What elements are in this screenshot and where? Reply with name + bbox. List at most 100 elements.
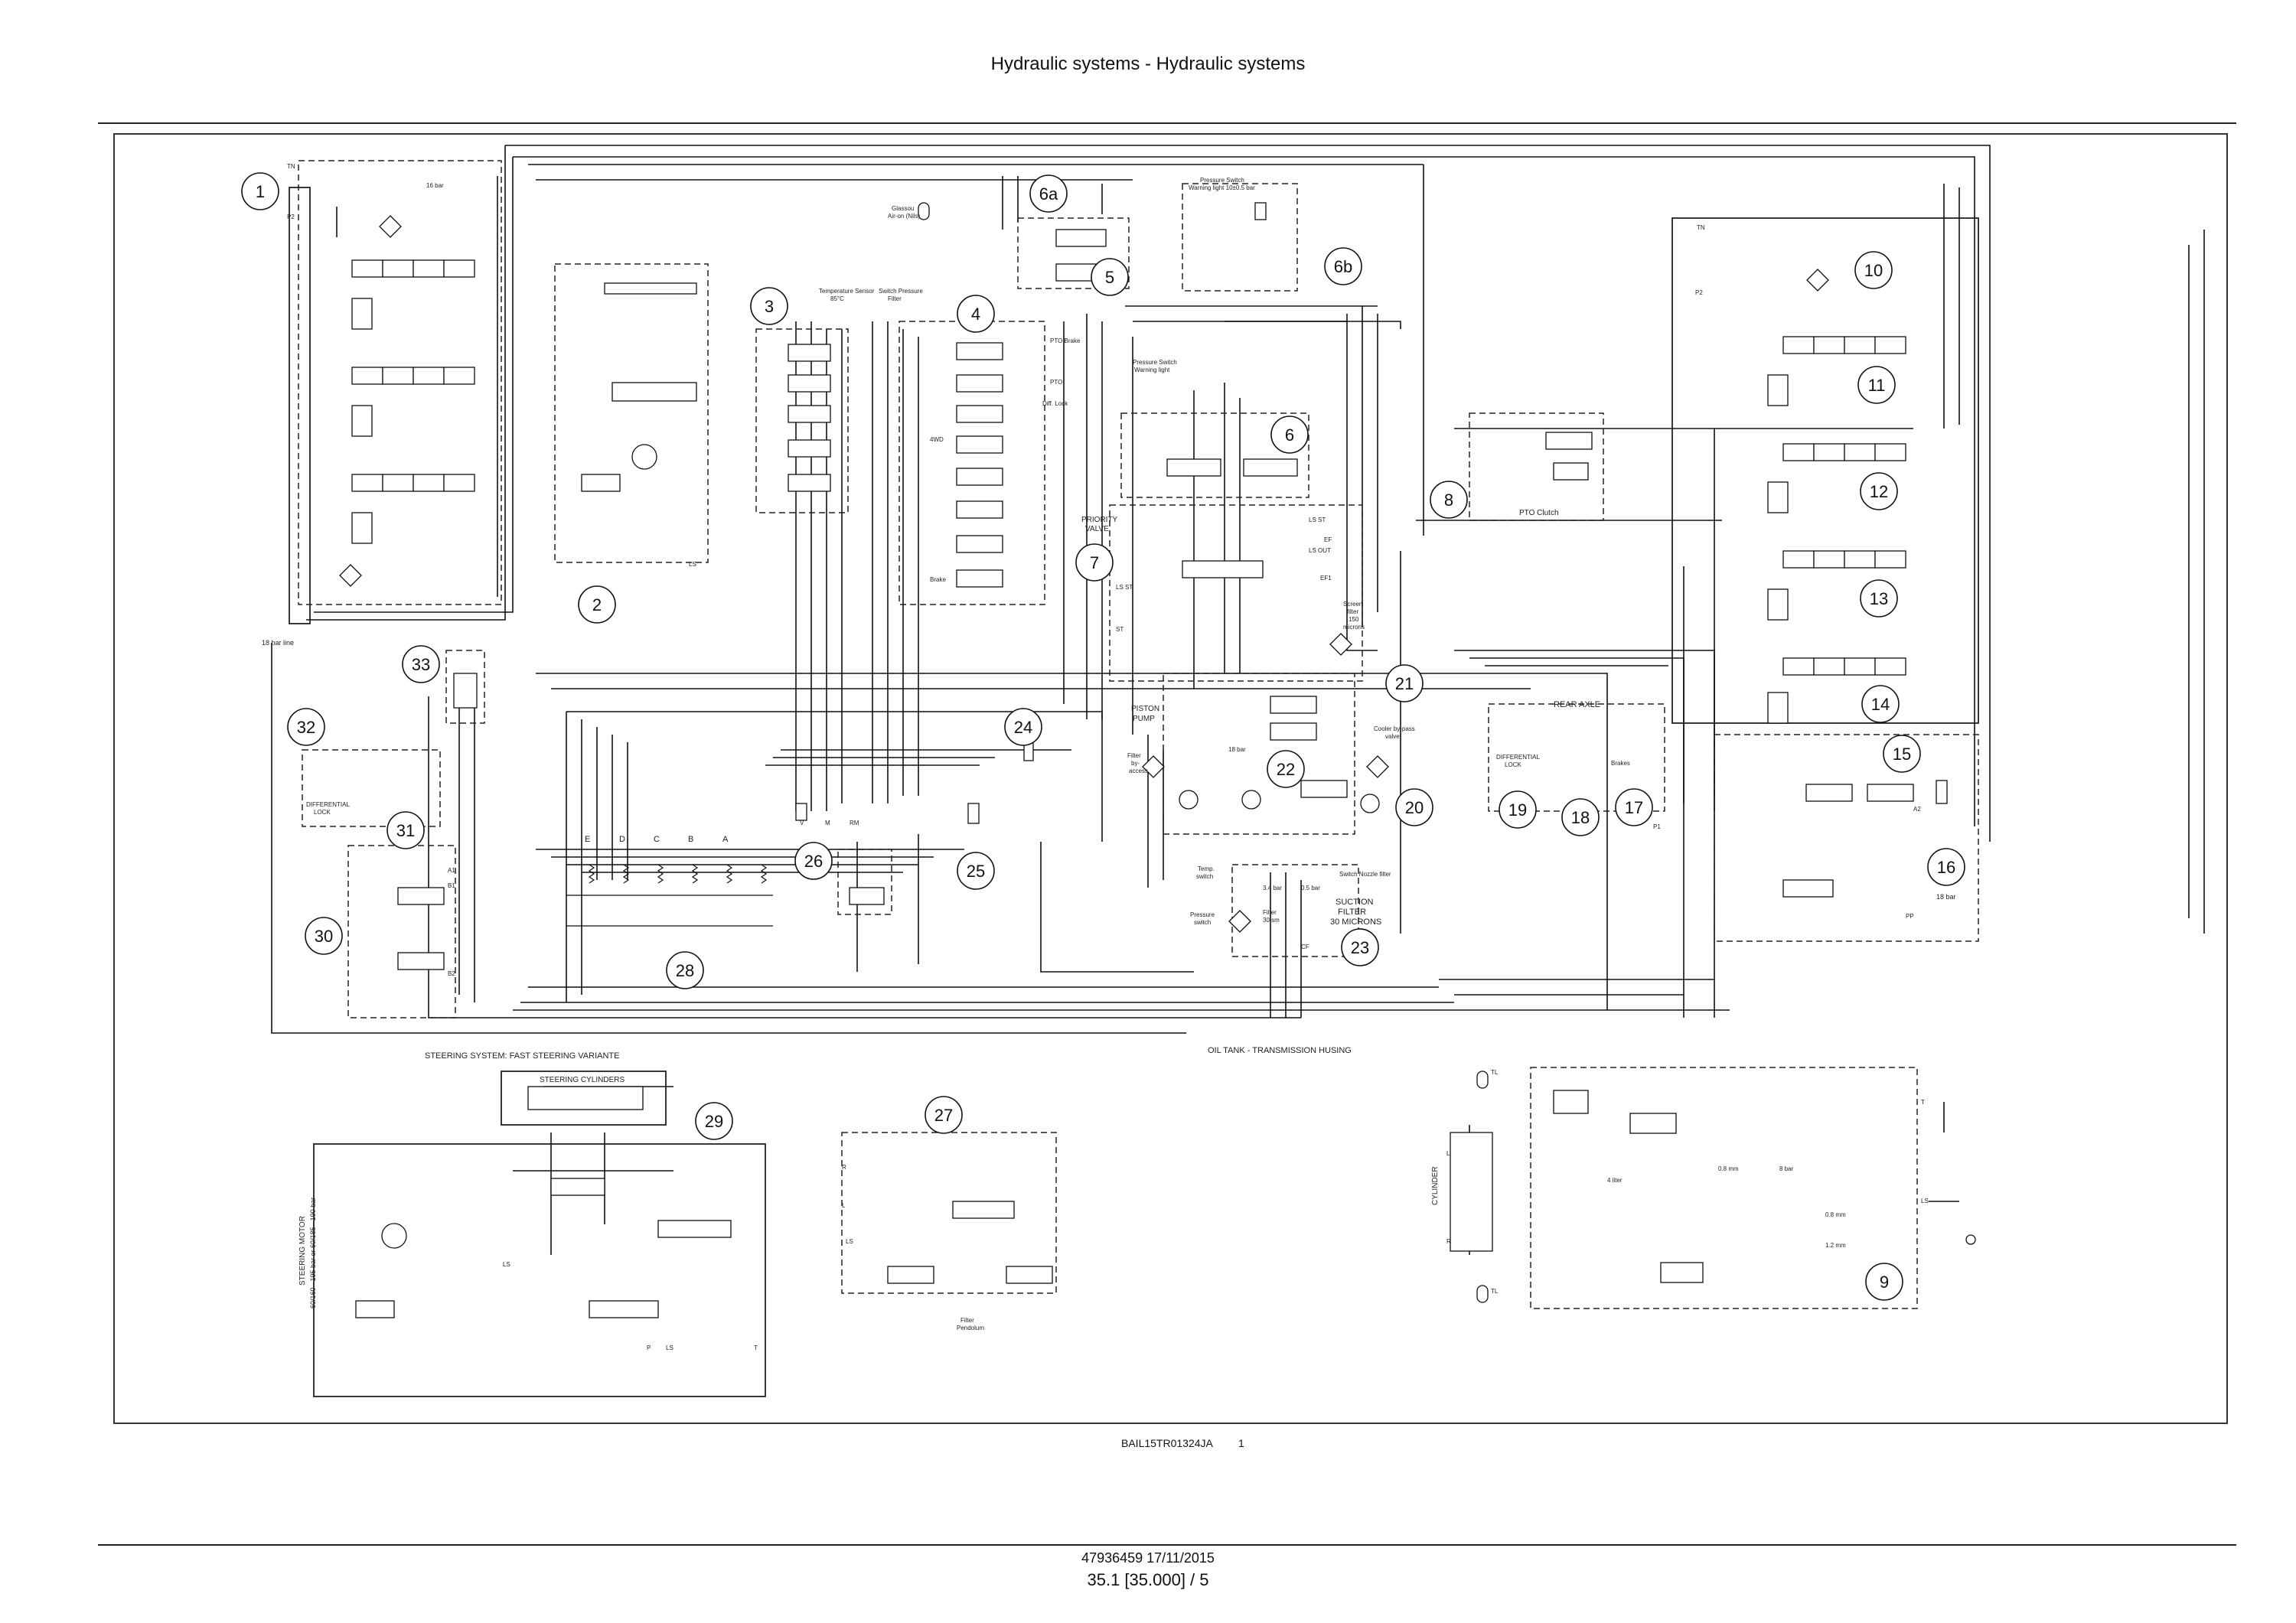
spring-symbol xyxy=(657,864,664,884)
diagram-mark xyxy=(241,172,1965,1301)
pipe-line xyxy=(428,696,1301,1018)
figure-reference: BAIL15TR01324JA 1 xyxy=(1121,1437,1244,1449)
diagram-mark xyxy=(566,864,773,927)
label-diff-lock: DIFFERENTIAL xyxy=(306,801,350,808)
valve-block xyxy=(1545,432,1593,450)
valve-block xyxy=(1243,458,1298,477)
valve-block xyxy=(355,1300,395,1318)
callout-18 xyxy=(1561,798,1600,836)
valve-block xyxy=(351,474,383,492)
valve-block xyxy=(1660,1262,1704,1283)
valve-block xyxy=(612,382,697,402)
diagram-mark xyxy=(351,229,1914,1318)
callout-30 xyxy=(305,917,343,955)
label-steering-motor-spec: 60/160 - 195 bar or 60/185 - 190 bar xyxy=(309,1198,317,1309)
label-screen-filter: 150 xyxy=(1349,616,1359,623)
label-port: CF xyxy=(1301,943,1309,950)
callout-label: 10 xyxy=(1864,261,1883,280)
diagram-mark xyxy=(604,202,1948,1303)
label-port: LS xyxy=(666,1344,673,1351)
valve-block xyxy=(956,569,1003,588)
callout-label: 28 xyxy=(676,961,694,980)
label-port: LS ST xyxy=(1309,517,1326,523)
module-outline xyxy=(289,187,311,624)
valve-block xyxy=(788,474,831,492)
valve-block xyxy=(887,1266,934,1284)
diagram-frame xyxy=(113,133,2228,1424)
diagram-mark xyxy=(1844,657,1876,676)
label-port: LS xyxy=(503,1261,510,1268)
callout-25 xyxy=(957,852,995,890)
label-port: L xyxy=(842,1202,846,1209)
callout-31 xyxy=(386,811,425,849)
valve-block xyxy=(1782,336,1815,354)
valve-block xyxy=(956,500,1003,519)
module-outline xyxy=(313,1143,766,1397)
label-port: T xyxy=(754,1344,758,1351)
label-port: B2 xyxy=(448,970,455,977)
label-filter-bypass: access xyxy=(1129,768,1148,774)
pump-symbol xyxy=(381,1223,407,1249)
valve-block xyxy=(1767,588,1789,621)
module-outline xyxy=(1530,1067,1918,1309)
valve-block xyxy=(1782,657,1815,676)
pipe-line xyxy=(1346,314,1378,651)
callout-label: 8 xyxy=(1444,490,1453,510)
callout-17 xyxy=(1615,788,1653,826)
label-30sm: 30 sm xyxy=(1263,917,1280,924)
diagram-mark xyxy=(1874,336,1906,354)
diagram-mark xyxy=(271,145,2205,1255)
module-outline xyxy=(298,160,502,605)
valve-block xyxy=(1270,722,1317,741)
pipe-line xyxy=(1469,657,1684,1018)
label-oil-tank: OIL TANK - TRANSMISSION HUSING xyxy=(1208,1046,1352,1055)
diagram-mark xyxy=(1813,336,1845,354)
label-port: T xyxy=(1921,1099,1925,1106)
callout-3 xyxy=(750,287,788,325)
label-diff-lock-short: Diff. Lock xyxy=(1042,400,1068,407)
label-port: A1 xyxy=(448,867,455,874)
callout-label: 19 xyxy=(1508,800,1527,820)
pipe-line xyxy=(536,673,1608,1010)
diagram-mark xyxy=(443,474,475,492)
valve-block xyxy=(1300,780,1348,798)
label-piston-pump: PISTON xyxy=(1131,705,1159,713)
label-bar-value: 8 bar xyxy=(1779,1165,1794,1172)
spring-symbol xyxy=(691,864,699,884)
pipe-line xyxy=(1225,321,1401,329)
valve-block xyxy=(351,405,373,437)
valve-block xyxy=(1006,1266,1053,1284)
callout-13 xyxy=(1860,579,1898,618)
diagram-mark: 18 bar line STEERING SYSTEM: FAST STEERI… xyxy=(262,163,1956,1351)
accumulator xyxy=(1476,1071,1489,1089)
callout-label: 17 xyxy=(1625,798,1643,817)
valve-block xyxy=(849,887,885,905)
callout-label: 27 xyxy=(934,1106,953,1125)
valve-block xyxy=(1629,1113,1677,1134)
accumulator xyxy=(918,202,930,220)
callout-12 xyxy=(1860,472,1898,510)
valve-block xyxy=(1782,550,1815,569)
label-port: B1 xyxy=(448,882,455,889)
label-temp-switch: Temp. xyxy=(1198,865,1215,872)
valve-block xyxy=(581,474,621,492)
footer-rule xyxy=(98,1544,2236,1546)
callout-label: 2 xyxy=(592,595,602,614)
callout-label: 12 xyxy=(1870,482,1888,501)
module-outline xyxy=(899,321,1045,605)
callout-label: 5 xyxy=(1105,268,1114,287)
valve-block xyxy=(1805,784,1853,802)
pump-symbol xyxy=(1360,794,1380,813)
label-glassou: Glassou xyxy=(892,205,914,212)
label-port: LS xyxy=(1921,1198,1929,1204)
label-switch-nozzle: Switch Nozzle filter xyxy=(1339,871,1391,878)
label-switch-pressure: Filter xyxy=(888,295,902,302)
label-filter-pendulum: Pendolum xyxy=(957,1325,984,1331)
valve-block xyxy=(351,259,383,278)
label-port: P1 xyxy=(1653,823,1661,830)
valve-block xyxy=(952,1201,1015,1219)
label-priority-valve: PRIORITY xyxy=(1081,516,1118,524)
label-diff-lock: DIFFERENTIAL xyxy=(1496,754,1540,761)
label-port: P xyxy=(647,1344,651,1351)
label-pressure-switch: Pressure Switch xyxy=(1133,359,1177,366)
